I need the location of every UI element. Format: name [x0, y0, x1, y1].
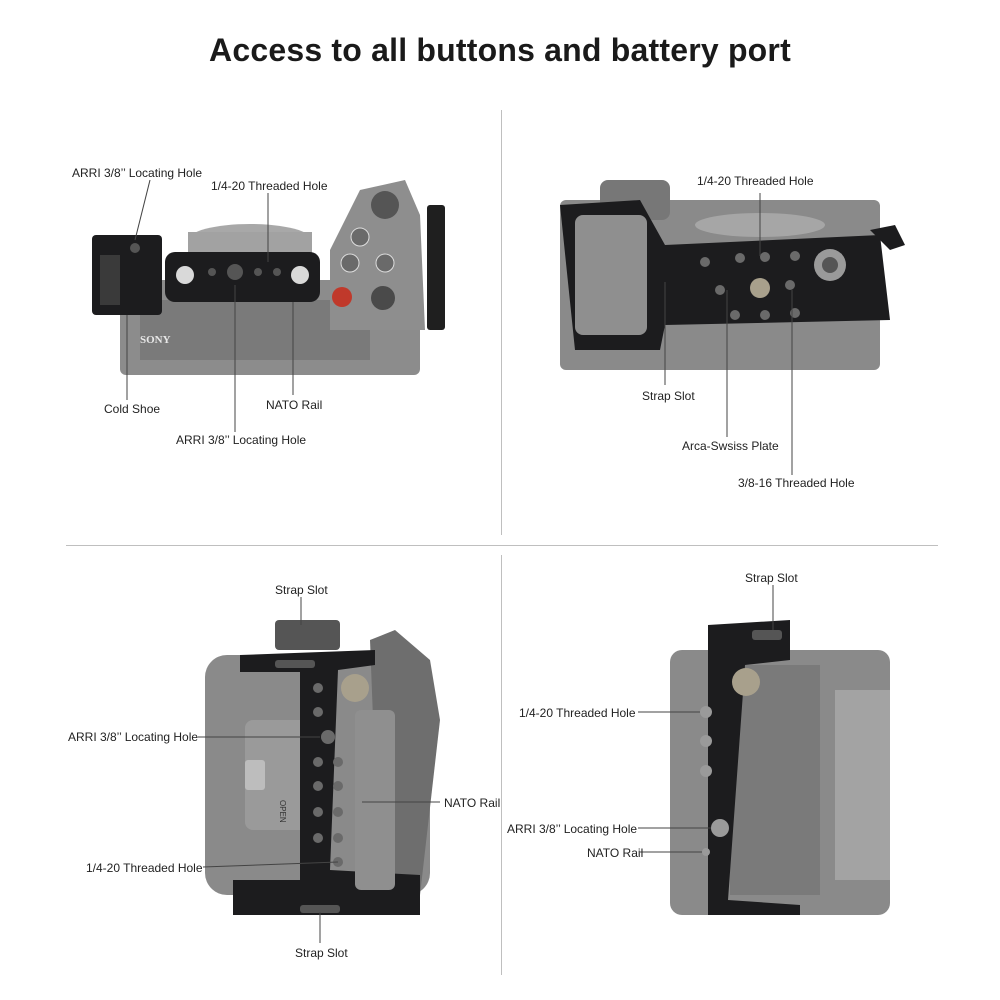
top-plate-screw-left	[176, 266, 194, 284]
record-button	[332, 287, 352, 307]
label-threaded-38: 3/8-16 Threaded Hole	[738, 476, 855, 490]
control-wheel	[371, 286, 395, 310]
top-plate-hole-b	[254, 268, 262, 276]
top-left-camera-view: SONY	[92, 179, 445, 432]
camera-brand-text: SONY	[140, 334, 171, 346]
label-threaded-hole: 1/4-20 Threaded Hole	[86, 861, 203, 875]
cage-side-frame	[233, 650, 420, 915]
battery-door	[575, 215, 647, 335]
cage-side-frame	[708, 620, 800, 915]
label-strap-slot-top: Strap Slot	[275, 583, 328, 597]
button-3	[375, 253, 395, 273]
screen-edge	[835, 690, 890, 880]
door-latch	[245, 760, 265, 790]
battery-door	[245, 720, 315, 830]
top-plate-hole-center	[227, 264, 243, 280]
cold-shoe-hole	[130, 243, 140, 253]
divider-horizontal	[66, 545, 938, 546]
label-cold-shoe: Cold Shoe	[104, 402, 161, 416]
cold-shoe-slot	[100, 255, 120, 305]
bottom-right-camera-view	[638, 585, 890, 915]
nato-rail	[355, 710, 395, 890]
label-arri-hole-bottom: ARRI 3/8’’ Locating Hole	[176, 433, 307, 447]
label-strap-slot: Strap Slot	[745, 571, 798, 585]
label-strap-slot-bottom: Strap Slot	[295, 946, 348, 960]
label-threaded-hole: 1/4-20 Threaded Hole	[211, 179, 328, 193]
label-nato-rail: NATO Rail	[266, 398, 323, 412]
top-plate-screw-right	[291, 266, 309, 284]
top-plate	[165, 252, 320, 302]
strap-slot-top	[275, 660, 315, 668]
door-open-text: OPEN	[278, 800, 287, 823]
bottom-left-camera-view: OPEN	[198, 597, 440, 943]
label-strap-slot: Strap Slot	[642, 389, 695, 403]
threaded-38-hole	[822, 257, 838, 273]
top-right-camera-view	[560, 180, 905, 475]
top-shoe	[275, 620, 340, 650]
top-plate-hole-a	[208, 268, 216, 276]
label-nato-rail: NATO Rail	[444, 796, 501, 810]
label-arca-plate: Arca-Swsiss Plate	[682, 439, 779, 453]
screw-knob	[341, 674, 369, 702]
divider-vertical-top	[501, 110, 502, 535]
label-arri-hole-top: ARRI 3/8’’ Locating Hole	[72, 166, 203, 180]
label-arri-hole: ARRI 3/8’’ Locating Hole	[507, 822, 638, 836]
screw-knob	[732, 668, 760, 696]
button-1	[350, 227, 370, 247]
camera-grip	[330, 180, 425, 330]
label-threaded-hole: 1/4-20 Threaded Hole	[519, 706, 636, 720]
page-title: Access to all buttons and battery port	[209, 32, 791, 68]
top-plate-hole-c	[273, 268, 281, 276]
side-holes	[700, 706, 729, 856]
dial-knob	[371, 191, 399, 219]
label-arri-hole: ARRI 3/8’’ Locating Hole	[68, 730, 199, 744]
divider-vertical-bottom	[501, 555, 502, 975]
body-panel	[730, 665, 820, 895]
button-2	[340, 253, 360, 273]
strap-slot	[752, 630, 782, 640]
label-nato-rail: NATO Rail	[587, 846, 644, 860]
screw-knob	[750, 278, 770, 298]
arca-plate-holes	[700, 251, 800, 320]
strap-slot-bottom	[300, 905, 340, 913]
label-threaded-hole: 1/4-20 Threaded Hole	[697, 174, 814, 188]
side-plate	[427, 205, 445, 330]
cage-corner	[870, 225, 905, 250]
